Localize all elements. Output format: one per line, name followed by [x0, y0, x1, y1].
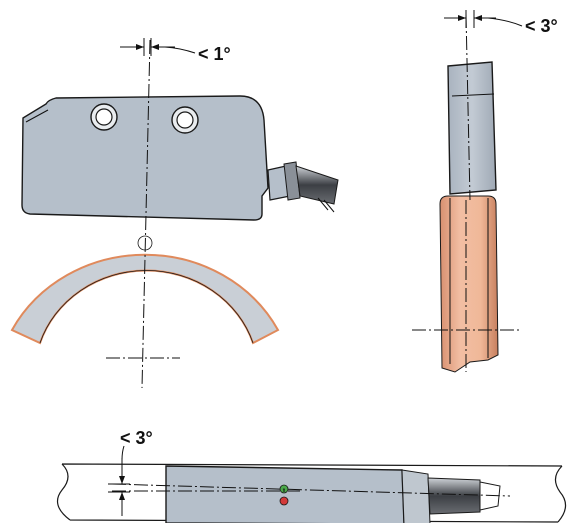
sensor-housing-front — [447, 61, 497, 195]
sensor-housing-top — [165, 465, 405, 523]
cable-connector-icon — [267, 161, 339, 213]
top-view-angle-label: < 3° — [120, 428, 153, 448]
front-view: < 3° — [412, 10, 558, 373]
front-view-angle-label: < 3° — [525, 16, 558, 36]
led-indicator-icon — [279, 496, 289, 506]
dimension-arrow-icon — [119, 458, 125, 516]
track-outline — [56, 463, 567, 523]
sensor-housing-side — [21, 95, 269, 221]
top-view: < 3° — [56, 428, 567, 523]
cable-connector-icon — [427, 477, 501, 515]
side-view: < 1° — [10, 38, 339, 389]
copper-wheel — [439, 195, 499, 373]
mounting-hole-icon — [171, 106, 199, 134]
side-view-angle-label: < 1° — [198, 44, 231, 64]
dimension-arrow-icon — [120, 44, 175, 50]
mounting-hole-icon — [90, 103, 118, 131]
